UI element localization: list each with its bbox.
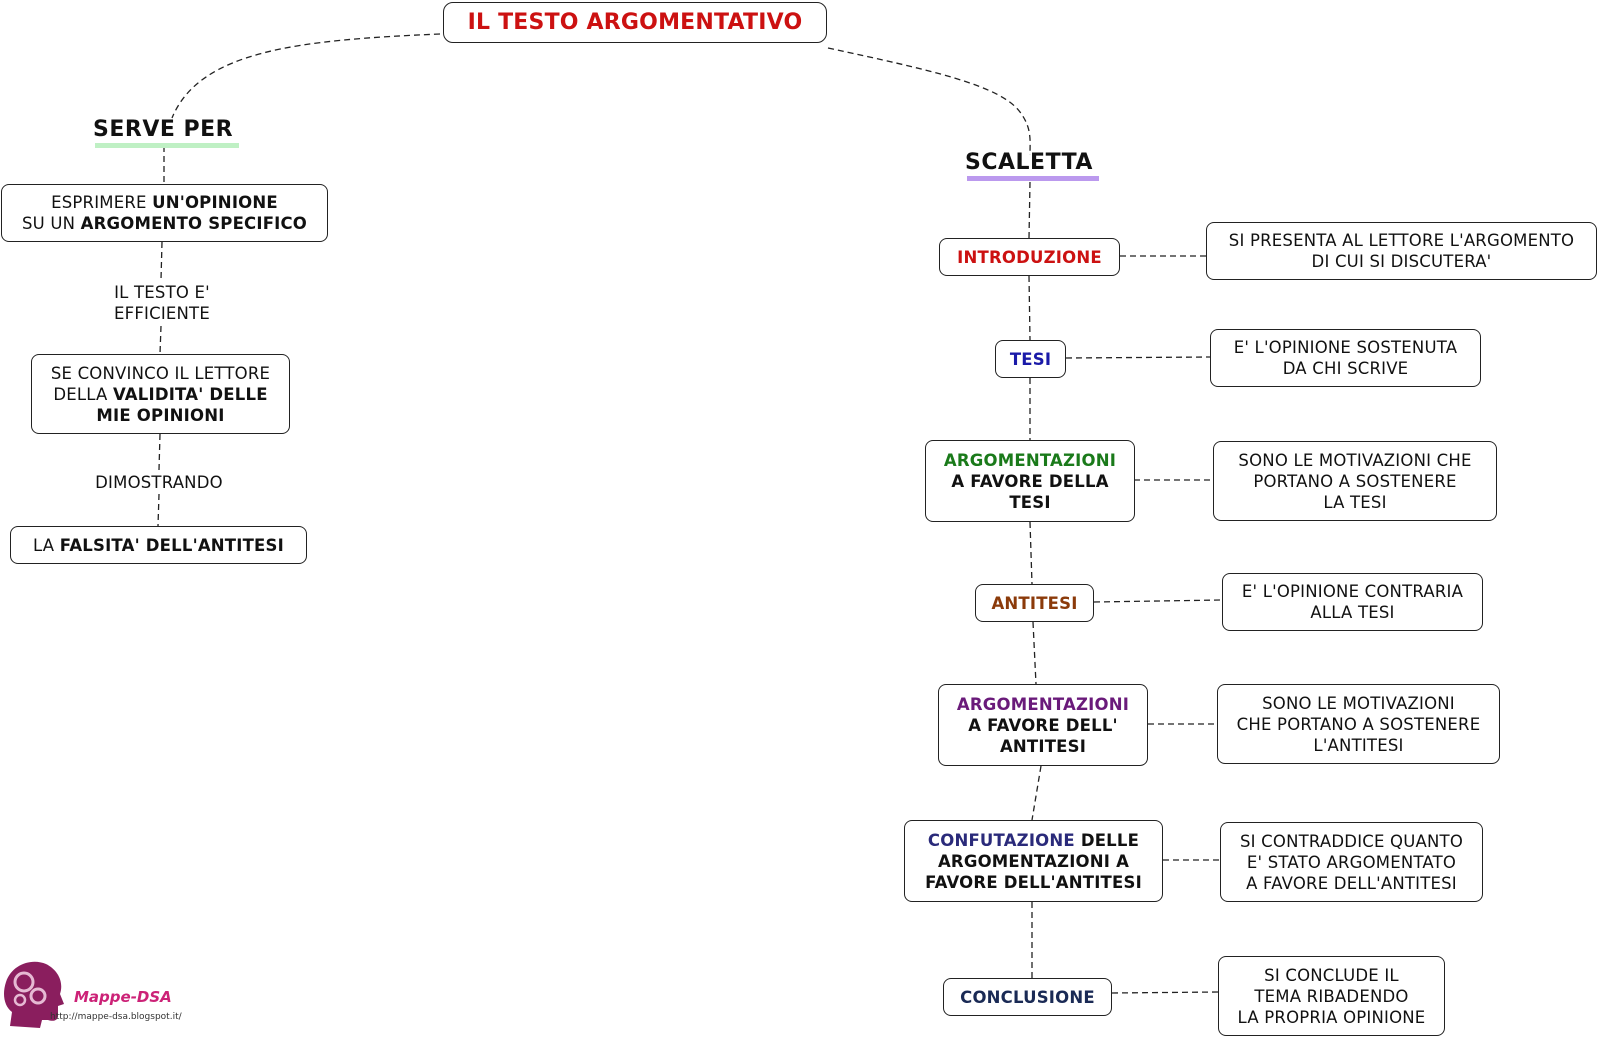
argtesi-label: ARGOMENTAZIONI xyxy=(943,450,1117,470)
link-node2-label2 xyxy=(158,433,161,471)
link-label-testo-efficiente: IL TESTO E' EFFICIENTE xyxy=(100,282,224,324)
desc-line: SI PRESENTA AL LETTORE L'ARGOMENTO xyxy=(1228,231,1575,250)
node-conclusione: CONCLUSIONE xyxy=(943,978,1112,1016)
desc-argomentazioni-antitesi: SONO LE MOTIVAZIONI CHE PORTANO A SOSTEN… xyxy=(1217,684,1500,764)
argtesi-label: TESI xyxy=(1009,492,1051,512)
desc-introduzione: SI PRESENTA AL LETTORE L'ARGOMENTO DI CU… xyxy=(1206,222,1597,280)
link-label-line: DIMOSTRANDO xyxy=(95,473,223,492)
node-introduzione: INTRODUZIONE xyxy=(939,238,1120,276)
desc-line: CHE PORTANO A SOSTENERE xyxy=(1236,714,1481,734)
link-node1-label1 xyxy=(160,241,163,281)
desc-line: SONO LE MOTIVAZIONI CHE xyxy=(1238,450,1472,470)
tesi-label: TESI xyxy=(1009,349,1052,369)
node1-bold: UN'OPINIONE xyxy=(152,193,278,212)
introduzione-label: INTRODUZIONE xyxy=(957,247,1102,267)
confutazione-label: ARGOMENTAZIONI A xyxy=(937,851,1130,871)
desc-line: E' L'OPINIONE SOSTENUTA xyxy=(1233,338,1458,357)
node3-bold: FALSITA' DELL'ANTITESI xyxy=(59,535,284,555)
link-label-dimostrando: DIMOSTRANDO xyxy=(84,472,234,493)
link-title-scaletta xyxy=(827,47,1031,156)
node-falsita-antitesi: LA FALSITA' DELL'ANTITESI xyxy=(10,526,307,564)
desc-line: LA TESI xyxy=(1323,492,1387,512)
node1-bold: ARGOMENTO SPECIFICO xyxy=(80,214,308,233)
desc-line: SI CONTRADDICE QUANTO xyxy=(1239,831,1464,851)
desc-line: E' L'OPINIONE CONTRARIA xyxy=(1241,582,1464,601)
argantitesi-label: ANTITESI xyxy=(999,736,1087,756)
node1-text: ESPRIMERE xyxy=(51,193,153,212)
link-title-serve-per xyxy=(171,33,441,119)
antitesi-label: ANTITESI xyxy=(991,593,1078,613)
desc-conclusione: SI CONCLUDE IL TEMA RIBADENDO LA PROPRIA… xyxy=(1218,956,1445,1036)
desc-tesi: E' L'OPINIONE SOSTENUTA DA CHI SCRIVE xyxy=(1210,329,1481,387)
scaletta-heading: SCALETTA xyxy=(965,150,1099,181)
node-confutazione: CONFUTAZIONE DELLE ARGOMENTAZIONI A FAVO… xyxy=(904,820,1163,902)
link-label1-node2 xyxy=(159,325,162,355)
desc-line: A FAVORE DELL'ANTITESI xyxy=(1246,873,1457,893)
scaletta-underline xyxy=(967,176,1099,181)
link-scaletta-introduzione xyxy=(1028,181,1031,239)
link-introduzione-tesi xyxy=(1028,275,1031,341)
desc-argomentazioni-tesi: SONO LE MOTIVAZIONI CHE PORTANO A SOSTEN… xyxy=(1213,441,1497,521)
link-tesi-desc xyxy=(1065,356,1211,359)
node1-text: SU UN xyxy=(21,214,81,233)
node2-text: SE CONVINCO IL LETTORE xyxy=(50,363,271,383)
node-argomentazioni-tesi: ARGOMENTAZIONI A FAVORE DELLA TESI xyxy=(925,440,1135,522)
desc-line: PORTANO A SOSTENERE xyxy=(1253,471,1457,491)
conclusione-label: CONCLUSIONE xyxy=(960,987,1095,1007)
argantitesi-label: A FAVORE DELL' xyxy=(968,715,1118,735)
desc-line: LA PROPRIA OPINIONE xyxy=(1237,1007,1426,1027)
desc-line: DA CHI SCRIVE xyxy=(1282,359,1409,378)
node2-text: DELLA xyxy=(53,384,113,404)
confutazione-label: CONFUTAZIONE xyxy=(927,830,1075,850)
scaletta-text: SCALETTA xyxy=(965,150,1093,175)
desc-antitesi: E' L'OPINIONE CONTRARIA ALLA TESI xyxy=(1222,573,1483,631)
node2-bold: MIE OPINIONI xyxy=(96,405,225,425)
link-antitesi-desc xyxy=(1093,599,1223,603)
map-title: IL TESTO ARGOMENTATIVO xyxy=(443,2,827,43)
desc-line: L'ANTITESI xyxy=(1313,735,1404,755)
node-argomentazioni-antitesi: ARGOMENTAZIONI A FAVORE DELL' ANTITESI xyxy=(938,684,1148,766)
serve-per-underline xyxy=(95,143,240,148)
link-conclusione-desc xyxy=(1111,991,1219,994)
link-label-line: IL TESTO E' xyxy=(114,283,210,302)
head-gears-icon xyxy=(4,961,64,1028)
link-argtesi-antitesi xyxy=(1029,521,1033,585)
desc-line: SI CONCLUDE IL xyxy=(1264,965,1399,985)
logo-name: Mappe-DSA xyxy=(74,988,172,1006)
logo-url: http://mappe-dsa.blogspot.it/ xyxy=(50,1012,182,1022)
node-tesi: TESI xyxy=(995,340,1066,378)
desc-line: DI CUI SI DISCUTERA' xyxy=(1311,252,1492,271)
serve-per-heading: SERVE PER xyxy=(93,117,240,148)
serve-per-text: SERVE PER xyxy=(93,117,234,142)
desc-line: SONO LE MOTIVAZIONI xyxy=(1262,693,1455,713)
desc-line: E' STATO ARGOMENTATO xyxy=(1246,852,1457,872)
confutazione-label: FAVORE DELL'ANTITESI xyxy=(925,872,1142,892)
link-label-line: EFFICIENTE xyxy=(114,304,210,323)
node2-bold: VALIDITA' DELLE xyxy=(112,384,268,404)
link-argantitesi-confutazione xyxy=(1031,765,1042,821)
desc-line: ALLA TESI xyxy=(1310,603,1395,622)
node-antitesi: ANTITESI xyxy=(975,584,1094,622)
node-esprimere-opinione: ESPRIMERE UN'OPINIONE SU UN ARGOMENTO SP… xyxy=(1,184,328,242)
confutazione-label: DELLE xyxy=(1074,830,1140,850)
desc-line: TEMA RIBADENDO xyxy=(1254,986,1409,1006)
argantitesi-label: ARGOMENTAZIONI xyxy=(956,694,1130,714)
map-title-text: IL TESTO ARGOMENTATIVO xyxy=(467,10,803,35)
link-antitesi-argantitesi xyxy=(1032,621,1037,685)
argtesi-label: A FAVORE DELLA xyxy=(951,471,1109,491)
node3-text: LA xyxy=(33,535,60,555)
desc-confutazione: SI CONTRADDICE QUANTO E' STATO ARGOMENTA… xyxy=(1220,822,1483,902)
node-convinco-lettore: SE CONVINCO IL LETTORE DELLA VALIDITA' D… xyxy=(31,354,290,434)
link-label2-node3 xyxy=(157,493,160,527)
